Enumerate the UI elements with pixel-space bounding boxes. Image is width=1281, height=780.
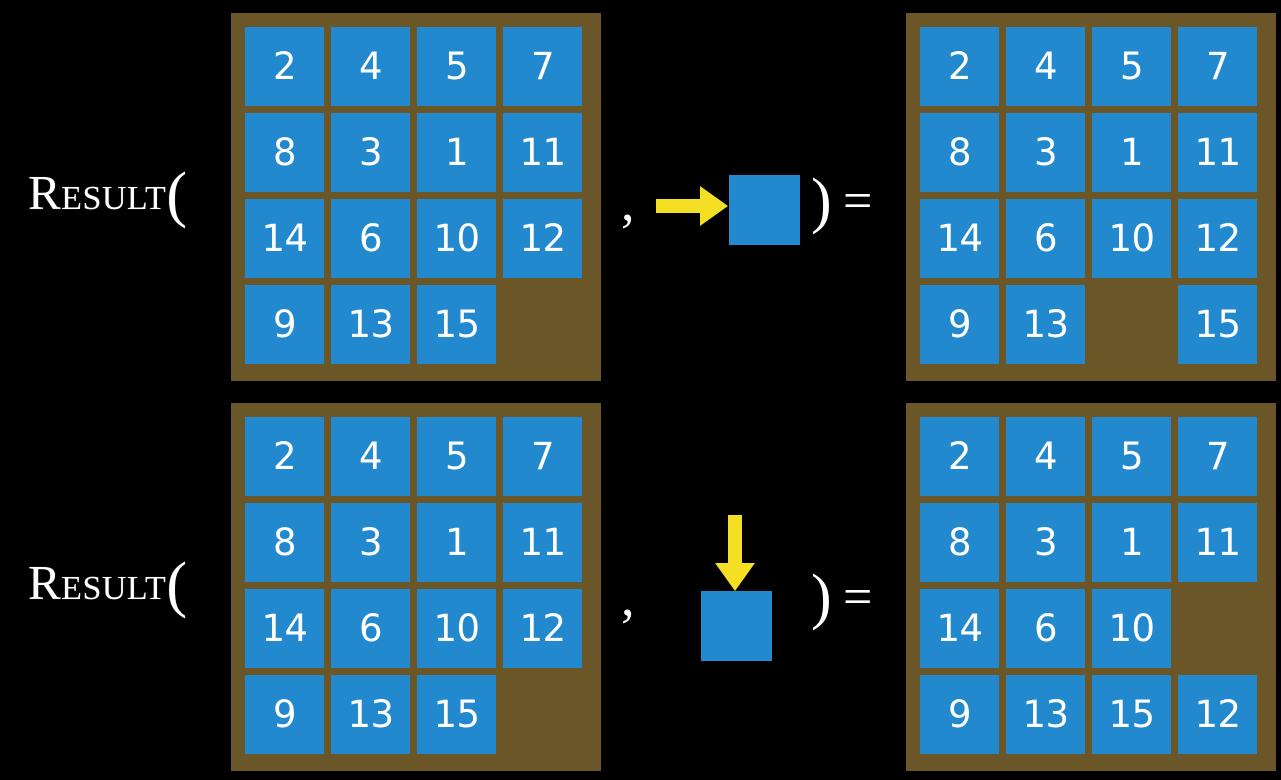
tile[interactable]: 8 xyxy=(245,113,324,192)
move-blank-tile-bottom xyxy=(701,591,772,661)
tile[interactable]: 12 xyxy=(1178,675,1257,754)
open-paren-top: ( xyxy=(166,161,188,229)
tile[interactable]: 1 xyxy=(417,113,496,192)
tile[interactable]: 2 xyxy=(920,27,999,106)
tile[interactable]: 9 xyxy=(920,675,999,754)
equals-sign-bottom: = xyxy=(843,569,873,626)
result-label-text-top: Result xyxy=(28,165,167,220)
tile[interactable]: 5 xyxy=(417,27,496,106)
tile[interactable]: 10 xyxy=(417,199,496,278)
output-board-bottom: 2 4 5 7 8 3 1 11 14 6 10 9 13 15 12 xyxy=(906,403,1276,771)
close-paren-bottom: ) xyxy=(811,563,832,631)
tile[interactable]: 14 xyxy=(920,199,999,278)
input-board-bottom: 2 4 5 7 8 3 1 11 14 6 10 12 9 13 15 xyxy=(231,403,601,771)
result-function-label-bottom: Result( xyxy=(28,554,188,616)
tile[interactable]: 15 xyxy=(417,675,496,754)
tile[interactable]: 10 xyxy=(1092,199,1171,278)
tile[interactable]: 10 xyxy=(1092,589,1171,668)
tile[interactable]: 12 xyxy=(1178,199,1257,278)
tile[interactable]: 13 xyxy=(331,285,410,364)
tile[interactable]: 9 xyxy=(245,285,324,364)
tile[interactable]: 14 xyxy=(245,199,324,278)
output-board-top: 2 4 5 7 8 3 1 11 14 6 10 12 9 13 15 xyxy=(906,13,1276,381)
tile[interactable]: 9 xyxy=(920,285,999,364)
tile[interactable]: 4 xyxy=(331,27,410,106)
tile[interactable]: 2 xyxy=(920,417,999,496)
tile[interactable]: 7 xyxy=(503,417,582,496)
tile[interactable]: 11 xyxy=(1178,503,1257,582)
equation-row-bottom: Result( 2 4 5 7 8 3 1 11 14 6 10 12 9 13… xyxy=(0,390,1281,780)
result-function-label-top: Result( xyxy=(28,164,188,226)
comma-separator-top: , xyxy=(621,172,635,232)
tile[interactable]: 15 xyxy=(1178,285,1257,364)
tile[interactable]: 5 xyxy=(1092,417,1171,496)
tile[interactable]: 14 xyxy=(920,589,999,668)
tile[interactable]: 8 xyxy=(245,503,324,582)
input-board-top: 2 4 5 7 8 3 1 11 14 6 10 12 9 13 15 xyxy=(231,13,601,381)
tile[interactable]: 13 xyxy=(1006,285,1085,364)
tile[interactable]: 11 xyxy=(503,503,582,582)
tile[interactable]: 14 xyxy=(245,589,324,668)
blank-tile xyxy=(503,675,582,754)
tile[interactable]: 3 xyxy=(331,503,410,582)
result-label-text-bottom: Result xyxy=(28,555,167,610)
tile[interactable]: 1 xyxy=(1092,503,1171,582)
close-paren-top: ) xyxy=(811,167,832,235)
tile[interactable]: 3 xyxy=(1006,113,1085,192)
tile[interactable]: 13 xyxy=(331,675,410,754)
equation-row-top: Result( 2 4 5 7 8 3 1 11 14 6 10 12 9 13… xyxy=(28,0,1276,390)
tile[interactable]: 4 xyxy=(331,417,410,496)
tile[interactable]: 5 xyxy=(1092,27,1171,106)
tile[interactable]: 7 xyxy=(1178,417,1257,496)
tile[interactable]: 5 xyxy=(417,417,496,496)
tile[interactable]: 2 xyxy=(245,27,324,106)
blank-tile xyxy=(1092,285,1171,364)
tile[interactable]: 11 xyxy=(1178,113,1257,192)
tile[interactable]: 7 xyxy=(1178,27,1257,106)
tile[interactable]: 3 xyxy=(1006,503,1085,582)
tile[interactable]: 6 xyxy=(1006,589,1085,668)
tile[interactable]: 13 xyxy=(1006,675,1085,754)
tile[interactable]: 6 xyxy=(331,199,410,278)
tile[interactable]: 6 xyxy=(1006,199,1085,278)
operand-group-top: , ) = xyxy=(601,0,906,390)
equals-sign-top: = xyxy=(843,173,873,230)
tile[interactable]: 8 xyxy=(920,503,999,582)
tile[interactable]: 11 xyxy=(503,113,582,192)
operand-group-bottom: , ) = xyxy=(601,390,906,780)
tile[interactable]: 15 xyxy=(417,285,496,364)
tile[interactable]: 9 xyxy=(245,675,324,754)
tile[interactable]: 7 xyxy=(503,27,582,106)
tile[interactable]: 15 xyxy=(1092,675,1171,754)
blank-tile xyxy=(503,285,582,364)
blank-tile xyxy=(1178,589,1257,668)
tile[interactable]: 12 xyxy=(503,199,582,278)
tile[interactable]: 4 xyxy=(1006,417,1085,496)
tile[interactable]: 3 xyxy=(331,113,410,192)
tile[interactable]: 1 xyxy=(417,503,496,582)
tile[interactable]: 10 xyxy=(417,589,496,668)
tile[interactable]: 8 xyxy=(920,113,999,192)
arrow-right-icon xyxy=(656,186,728,226)
open-paren-bottom: ( xyxy=(166,551,188,619)
tile[interactable]: 6 xyxy=(331,589,410,668)
tile[interactable]: 12 xyxy=(503,589,582,668)
arrow-down-icon xyxy=(715,515,755,591)
comma-separator-bottom: , xyxy=(621,567,635,627)
move-blank-tile-top xyxy=(729,175,800,245)
tile[interactable]: 1 xyxy=(1092,113,1171,192)
tile[interactable]: 4 xyxy=(1006,27,1085,106)
tile[interactable]: 2 xyxy=(245,417,324,496)
